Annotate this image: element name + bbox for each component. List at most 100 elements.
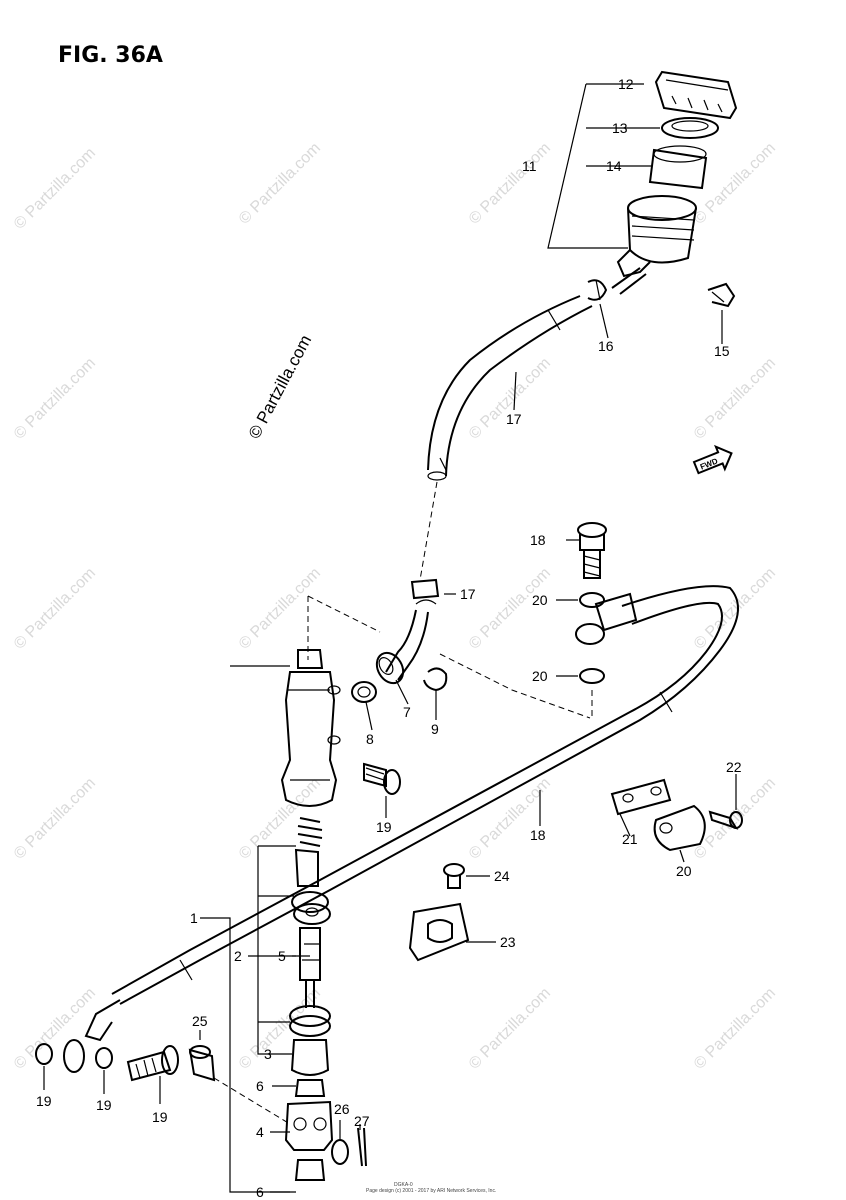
hose-guide-plate <box>610 778 672 816</box>
callout-19-lower: 19 <box>152 1109 168 1125</box>
inlet-elbow <box>375 609 429 685</box>
callout-16: 17 <box>506 411 522 427</box>
washer-20-upper <box>579 592 605 608</box>
watermark: © Partzilla.com <box>466 985 554 1073</box>
reservoir-hose <box>427 295 593 481</box>
callout-23: 22 <box>726 759 742 775</box>
reservoir-cap <box>654 70 738 120</box>
figure-title: FIG. 36A <box>58 43 163 68</box>
callout-9: 9 <box>431 721 439 737</box>
hose-guide <box>653 804 706 852</box>
callout-20-mid: 19 <box>96 1097 112 1113</box>
callout-19-middle: 19 <box>376 819 392 835</box>
callout-6-upper: 6 <box>256 1078 264 1094</box>
callout-12: 12 <box>618 76 634 92</box>
watermark: © Partzilla.com <box>466 775 554 863</box>
callout-11: 11 <box>522 158 537 174</box>
reservoir-diaphragm <box>648 145 708 190</box>
cotter-pin-28 <box>357 1127 367 1167</box>
push-rod <box>299 927 321 1008</box>
washer-20-left <box>35 1043 53 1065</box>
footer-code: DGKA-0 <box>394 1182 413 1188</box>
guide-bolt-23 <box>708 810 743 830</box>
watermark: © Partzilla.com <box>236 775 324 863</box>
watermark: © Partzilla.com <box>466 565 554 653</box>
piston-cup <box>294 848 319 887</box>
circlip-9 <box>423 667 448 692</box>
callout-19-upper: 18 <box>530 532 546 548</box>
watermark: © Partzilla.com <box>691 355 779 443</box>
watermark: © Partzilla.com <box>691 140 779 228</box>
watermark: © Partzilla.com <box>236 565 324 653</box>
copyright-text: © Partzilla.com <box>245 332 316 442</box>
leader-dash <box>419 481 438 581</box>
watermark: © Partzilla.com <box>691 565 779 653</box>
leader-dash <box>439 653 591 719</box>
callout-4: 4 <box>256 1124 264 1140</box>
callout-28: 27 <box>354 1113 370 1129</box>
callout-20-upper: 20 <box>532 592 548 608</box>
hose-clamp-upper <box>587 279 608 301</box>
watermark: © Partzilla.com <box>691 985 779 1073</box>
callout-8: 8 <box>366 731 374 747</box>
callout-5: 5 <box>278 948 286 964</box>
watermark: © Partzilla.com <box>236 985 324 1073</box>
callout-20-left: 19 <box>36 1093 52 1109</box>
footer-credit: Page design (c) 2001 - 2017 by ARI Netwo… <box>366 1188 496 1194</box>
watermark: © Partzilla.com <box>236 140 324 228</box>
callout-22: 21 <box>622 831 638 847</box>
callout-6-lower: 6 <box>256 1184 264 1200</box>
brake-hose <box>63 585 739 1073</box>
mounting-bolt <box>363 762 401 795</box>
leader-dash <box>307 595 381 633</box>
watermark: © Partzilla.com <box>11 145 99 233</box>
lock-nut-lower <box>294 1159 326 1181</box>
o-ring-8 <box>351 681 377 703</box>
callout-14: 14 <box>606 158 622 174</box>
watermark: © Partzilla.com <box>11 775 99 863</box>
watermark: © Partzilla.com <box>11 355 99 443</box>
piston-seal-washer <box>291 891 331 925</box>
callout-labels: 12 13 14 11 15 16 17 17 7 8 9 19 18 21 2… <box>36 76 742 1200</box>
callout-20-lower: 20 <box>532 668 548 684</box>
clevis-pin-26 <box>188 1045 216 1082</box>
clevis <box>284 1100 334 1151</box>
washer-20-mid <box>95 1047 113 1069</box>
callout-13: 13 <box>612 120 628 136</box>
reservoir-bolt <box>707 282 736 308</box>
callout-21: 20 <box>676 863 692 879</box>
banjo-bolt-lower <box>126 1045 179 1082</box>
callout-26: 25 <box>192 1013 208 1029</box>
callout-1: 1 <box>190 910 198 926</box>
reservoir-diaphragm-plate <box>661 117 719 139</box>
bolt-25 <box>443 863 465 889</box>
fwd-arrow-icon: FWD <box>692 444 733 475</box>
leader-dash <box>213 1077 291 1125</box>
callout-2: 2 <box>234 948 242 964</box>
watermark: © Partzilla.com <box>11 565 99 653</box>
callout-24: 23 <box>500 934 516 950</box>
callout-leaders <box>43 83 737 1193</box>
banjo-bolt-upper <box>577 522 607 579</box>
callout-17-upper: 16 <box>598 338 614 354</box>
hose-clamp-24 <box>408 902 470 962</box>
washer-20-lower <box>579 668 605 684</box>
boot-washer <box>289 1005 331 1037</box>
callout-7: 7 <box>403 704 411 720</box>
watermarks: © Partzilla.com © Partzilla.com © Partzi… <box>11 140 779 1073</box>
callout-18: 18 <box>530 827 546 843</box>
callout-3: 3 <box>264 1046 272 1062</box>
callout-27: 26 <box>334 1101 350 1117</box>
hose-clamp-lower <box>410 578 440 605</box>
master-cylinder-body <box>280 649 341 807</box>
piston-spring <box>297 817 323 847</box>
rod-boot <box>290 1039 330 1076</box>
callout-17-lower: 17 <box>460 586 476 602</box>
callout-25: 24 <box>494 868 510 884</box>
washer-27 <box>331 1139 349 1165</box>
reservoir-tank <box>611 195 697 295</box>
watermark: © Partzilla.com <box>11 985 99 1073</box>
lock-nut-upper <box>294 1079 326 1097</box>
watermark: © Partzilla.com <box>466 140 554 228</box>
